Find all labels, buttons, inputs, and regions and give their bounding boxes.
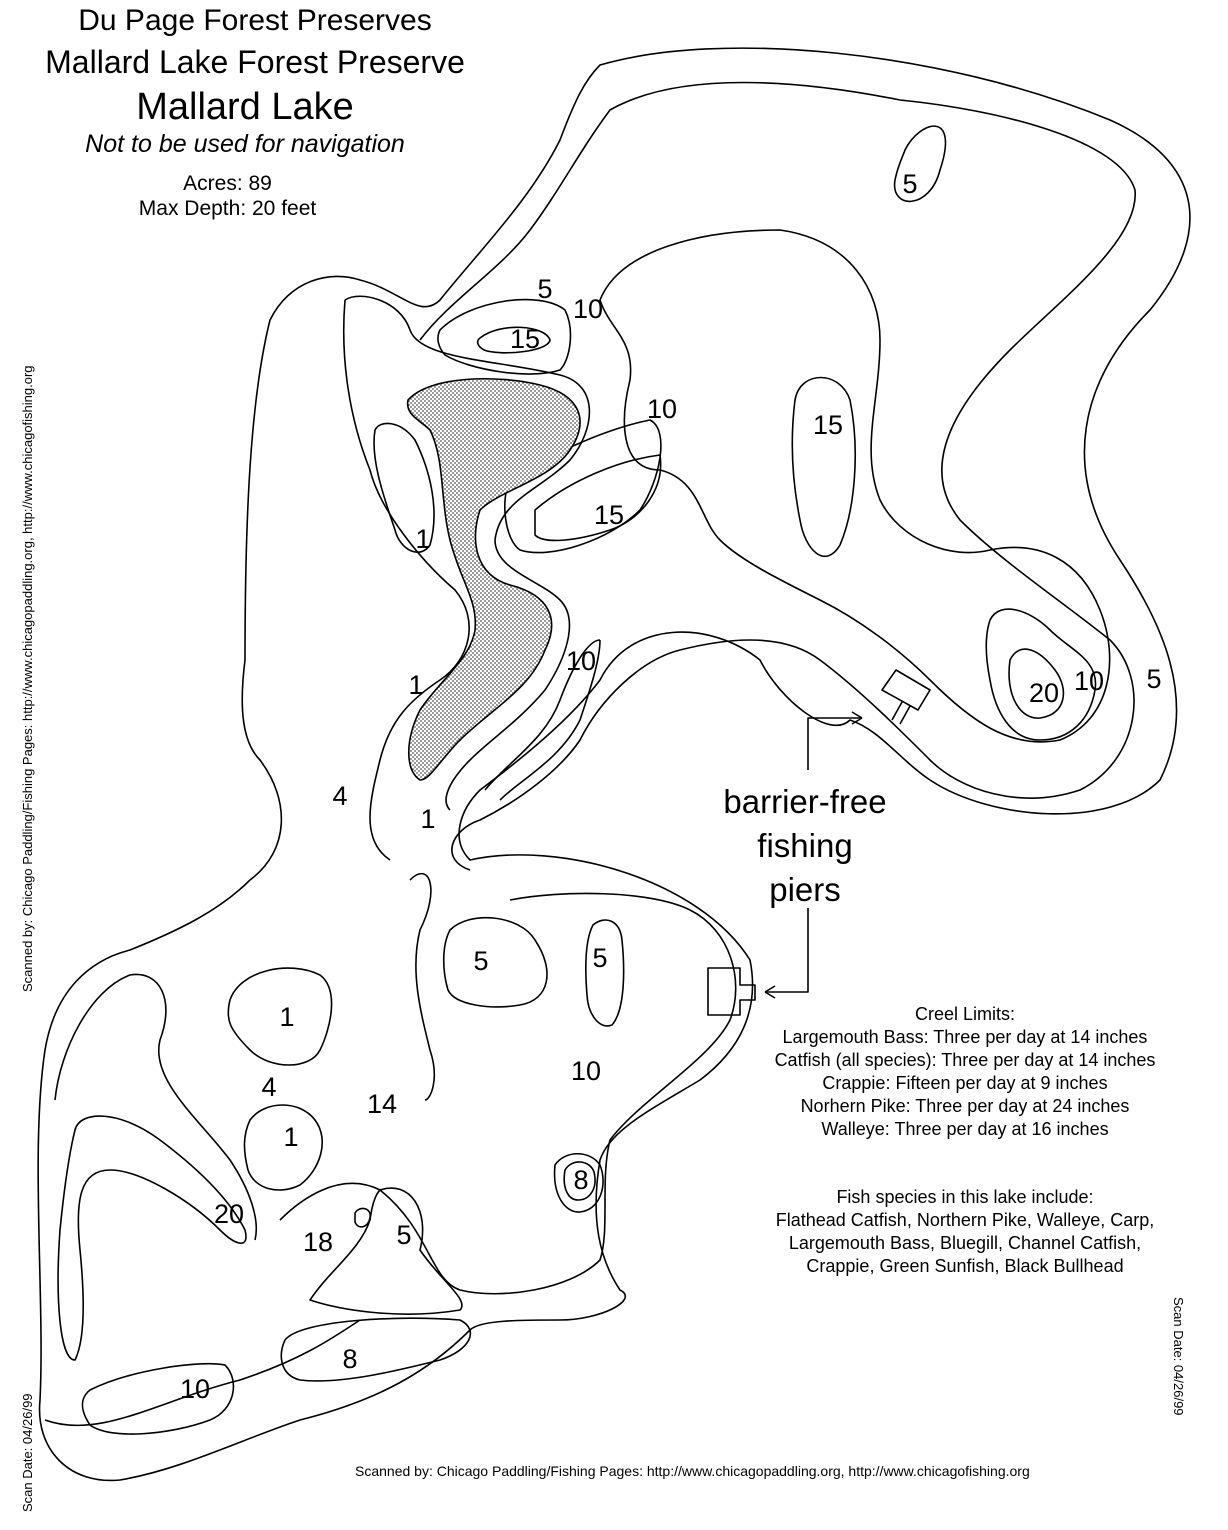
depth-label: 10 [647,394,677,424]
depth-label: 8 [342,1344,357,1374]
depth-label: 5 [902,169,917,199]
depth-label: 14 [367,1089,397,1119]
species-line: Flathead Catfish, Northern Pike, Walleye… [775,1210,1155,1230]
acres: Acres: 89 [183,172,272,195]
depth-label: 15 [510,324,540,354]
depth-label: 1 [283,1122,298,1152]
depth-label: 4 [332,781,347,811]
scan-credit-vertical: Scanned by: Chicago Paddling/Fishing Pag… [20,365,35,992]
lake-title: Mallard Lake [136,86,354,128]
creel-title: Creel Limits: [914,1004,1016,1024]
scan-credit-bottom: Scanned by: Chicago Paddling/Fishing Pag… [355,1463,1030,1479]
depth-label: 10 [573,294,603,324]
depth-label: 1 [408,670,423,700]
species-line: Crappie, Green Sunfish, Black Bullhead [806,1256,1124,1276]
creel-item: Crappie: Fifteen per day at 9 inches [822,1073,1108,1093]
species-title: Fish species in this lake include: [836,1187,1094,1207]
depth-label: 10 [571,1056,601,1086]
max-depth: Max Depth: 20 feet [138,197,317,220]
depth-label: 1 [420,804,435,834]
depth-label: 5 [1146,664,1161,694]
depth-label: 5 [396,1220,411,1250]
creel-item: Largemouth Bass: Three per day at 14 inc… [782,1027,1148,1047]
depth-label: 18 [303,1227,333,1257]
depth-label: 5 [592,943,607,973]
depth-label: 15 [813,410,843,440]
disclaimer: Not to be used for navigation [85,130,405,158]
species-line: Largemouth Bass, Bluegill, Channel Catfi… [788,1233,1142,1253]
preserve-title: Mallard Lake Forest Preserve [45,44,465,80]
callout-line-1: barrier-free [723,783,887,820]
creel-item: Walleye: Three per day at 16 inches [821,1119,1109,1139]
callout-line-2: fishing [757,827,853,864]
depth-label: 20 [214,1199,244,1229]
depth-label: 8 [573,1165,588,1195]
shoreline [37,47,1191,1482]
scan-date-left: Scan Date: 04/26/99 [20,1393,35,1512]
scan-date-right: Scan Date: 04/26/99 [1171,1297,1186,1416]
depth-label: 4 [261,1072,276,1102]
fish-species: Fish species in this lake include: Flath… [730,1186,1200,1278]
depth-label: 10 [180,1374,210,1404]
creel-limits: Creel Limits: Largemouth Bass: Three per… [730,1003,1200,1141]
creel-item: Norhern Pike: Three per day at 24 inches [800,1096,1130,1116]
south-pier [707,967,756,1016]
callout-line-3: piers [769,871,841,908]
depth-label: 5 [473,946,488,976]
depth-label: 5 [537,274,552,304]
pier-callout: barrier-free fishing piers [700,780,910,912]
depth-label: 1 [279,1002,294,1032]
depth-label: 10 [566,646,596,676]
depth-label: 20 [1029,678,1059,708]
island [406,377,581,781]
depth-label: 10 [1074,666,1104,696]
depth-label: 15 [594,500,624,530]
creel-item: Catfish (all species): Three per day at … [774,1050,1156,1070]
north-pier [881,669,931,725]
agency-title: Du Page Forest Preserves [78,4,432,37]
depth-label: 1 [415,524,430,554]
